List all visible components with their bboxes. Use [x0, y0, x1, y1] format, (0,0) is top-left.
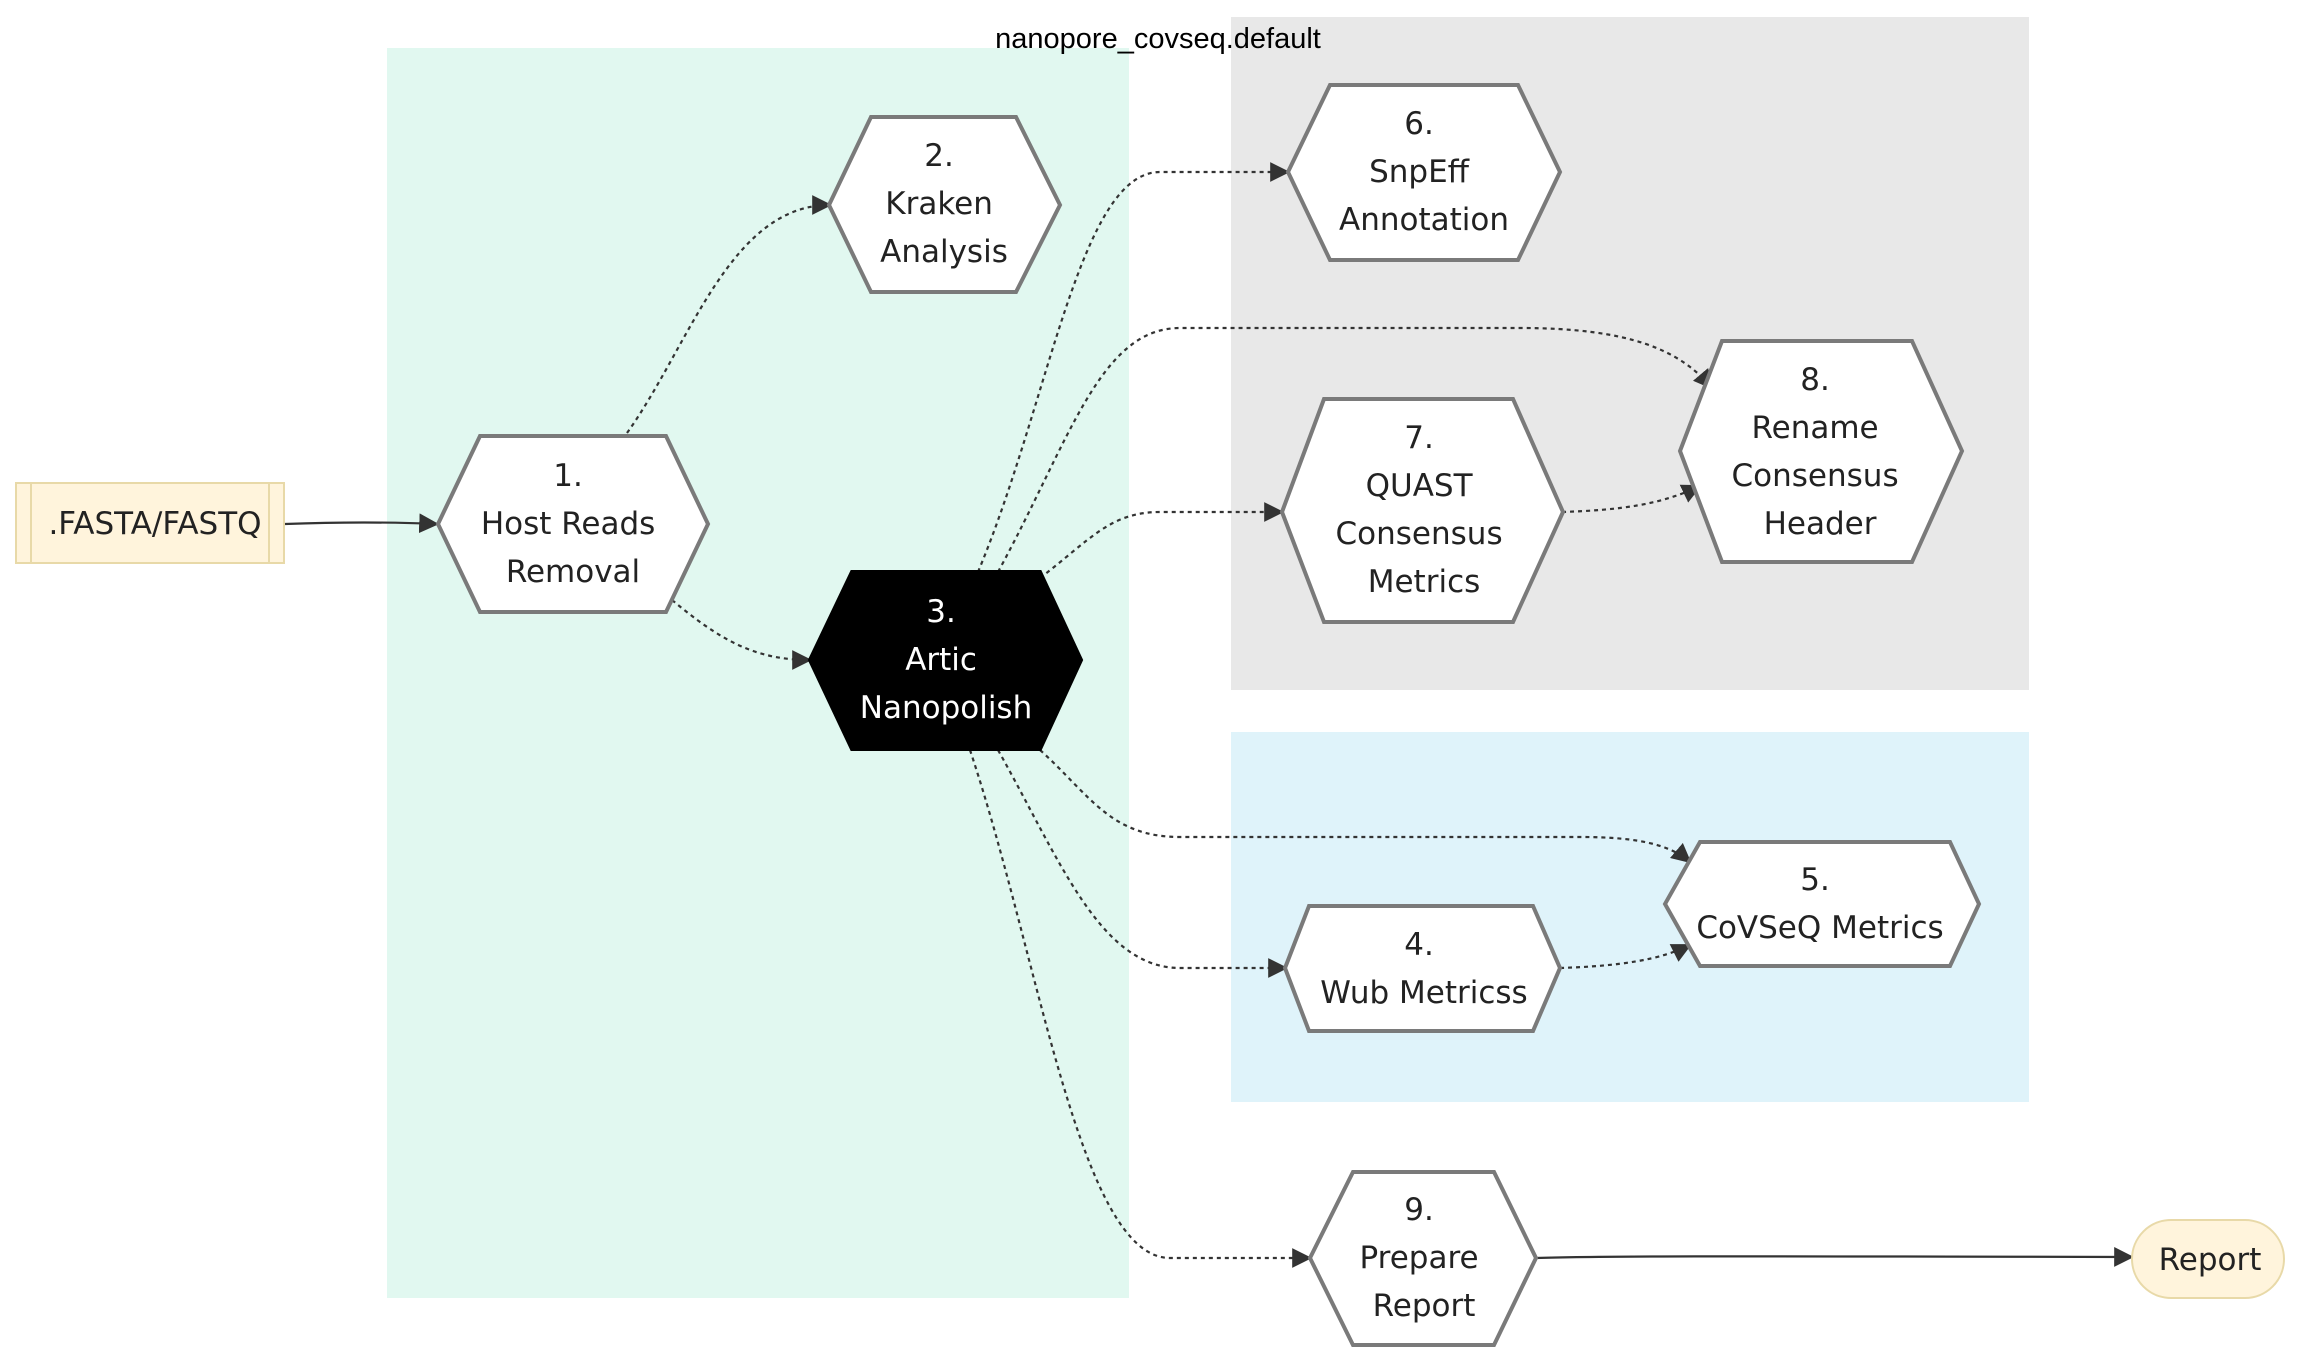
- step-6-snpeff-annotation: 6. SnpEff Annotation: [1285, 83, 1563, 262]
- step-2-name-line1: Kraken: [885, 186, 993, 222]
- edge-step4-to-step5: [1559, 944, 1692, 970]
- step-1-name-line1: Host Reads: [481, 506, 655, 542]
- svg-text:4. Wub Metricss: 4. Wub Metricss: [1320, 927, 1527, 1011]
- step-4-name-line1: Wub Metricss: [1320, 975, 1527, 1011]
- step-8-name-line2: Consensus: [1732, 458, 1899, 494]
- svg-text:3. Artic Nanopolis: 3. Artic Nanopolish: [860, 594, 1032, 726]
- step-8-name-line3: Header: [1764, 506, 1877, 542]
- step-5-name-line1: CoVSeQ Metrics: [1696, 910, 1943, 946]
- step-6-name-line2: Annotation: [1339, 202, 1509, 238]
- edge-input-to-step1: [284, 513, 439, 534]
- step-2-name-line2: Analysis: [880, 234, 1008, 270]
- step-5-covseq-metrics: 5. CoVSeQ Metrics: [1662, 840, 1982, 968]
- step-9-name-line2: Report: [1373, 1288, 1476, 1324]
- input-node: .FASTA/FASTQ: [15, 482, 285, 564]
- step-4-number: 4.: [1404, 927, 1434, 963]
- step-3-number: 3.: [926, 594, 956, 630]
- diagram-title: nanopore_covseq.default: [995, 23, 1321, 55]
- step-8-rename-consensus-header: 8. Rename Consensus Header: [1677, 339, 1965, 564]
- edge-step1-to-step3: [671, 599, 812, 670]
- step-8-name-line1: Rename: [1752, 410, 1879, 446]
- step-7-name-line2: Consensus: [1336, 516, 1503, 552]
- svg-text:8. Rename Consensu: 8. Rename Consensus Header: [1732, 362, 1909, 542]
- svg-text:5. CoVSeQ Metrics: 5. CoVSeQ Metrics: [1696, 862, 1943, 946]
- svg-text:6. SnpEff Annotati: 6. SnpEff Annotation: [1339, 106, 1509, 238]
- svg-text:9. Prepare Report: 9. Prepare Report: [1360, 1192, 1489, 1324]
- step-9-name-line1: Prepare: [1360, 1240, 1479, 1276]
- step-6-number: 6.: [1404, 106, 1434, 142]
- step-6-name-line1: SnpEff: [1369, 154, 1470, 190]
- step-5-number: 5.: [1800, 862, 1830, 898]
- step-4-wub-metrics: 4. Wub Metricss: [1282, 904, 1563, 1033]
- report-output-label: Report: [2159, 1242, 2262, 1278]
- report-output-node: Report: [2131, 1219, 2285, 1299]
- edge-step3-to-step7: [1039, 502, 1284, 579]
- step-2-number: 2.: [924, 138, 954, 174]
- edge-step3-to-step5: [1039, 749, 1692, 864]
- step-7-name-line1: QUAST: [1366, 468, 1474, 504]
- input-node-label: .FASTA/FASTQ: [48, 506, 261, 542]
- edge-step7-to-step8: [1561, 484, 1702, 514]
- step-1-number: 1.: [553, 458, 583, 494]
- svg-text:7. QUAST Consensus: 7. QUAST Consensus Metrics: [1336, 420, 1513, 600]
- step-8-number: 8.: [1800, 362, 1830, 398]
- step-2-kraken-analysis: 2. Kraken Analysis: [826, 115, 1063, 294]
- step-3-artic-nanopolish: 3. Artic Nanopolish: [807, 570, 1084, 751]
- edge-step3-to-step4: [997, 749, 1288, 978]
- step-3-name-line2: Nanopolish: [860, 690, 1032, 726]
- step-9-number: 9.: [1404, 1192, 1434, 1228]
- edge-step9-to-report: [1535, 1247, 2134, 1267]
- step-1-name-line2: Removal: [506, 554, 640, 590]
- step-7-name-line3: Metrics: [1368, 564, 1481, 600]
- step-1-host-reads-removal: 1. Host Reads Removal: [435, 434, 711, 614]
- svg-text:1. Host Reads Remo: 1. Host Reads Removal: [481, 458, 665, 590]
- step-3-name-line1: Artic: [905, 642, 977, 678]
- edge-step3-to-step9: [968, 749, 1312, 1268]
- svg-text:2. Kraken Analysis: 2. Kraken Analysis: [880, 138, 1008, 270]
- edge-step3-to-step8: [997, 326, 1714, 573]
- edge-step1-to-step2: [626, 195, 832, 434]
- step-9-prepare-report: 9. Prepare Report: [1307, 1170, 1539, 1347]
- step-7-quast-consensus-metrics: 7. QUAST Consensus Metrics: [1279, 397, 1566, 624]
- edge-step3-to-step6: [976, 162, 1290, 573]
- step-7-number: 7.: [1404, 420, 1434, 456]
